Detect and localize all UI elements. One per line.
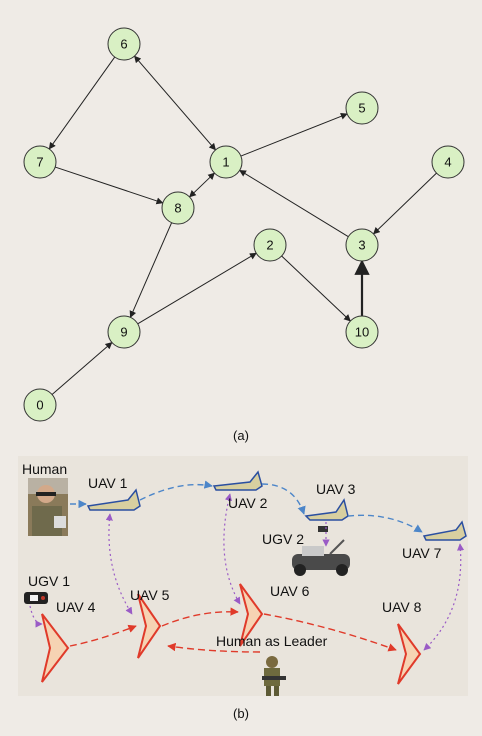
node-8: 8 [161,191,195,225]
label-human-leader: Human as Leader [216,633,328,649]
communication-graph: 0 1 2 3 4 5 6 7 8 9 10 [23,27,465,422]
node-circle [345,315,379,349]
edge-7-8 [55,166,164,205]
uav-1-icon [86,488,141,511]
node-circle [161,191,195,225]
edge-1-5 [240,112,348,157]
graph-edges [48,55,437,395]
node-label: 3 [358,238,365,253]
link-uav5-uav6 [161,607,239,627]
ugv-2-icon [292,526,350,576]
link-uav3-uav7 [347,514,423,533]
edge-0-9 [51,342,113,395]
node-10: 10 [345,315,379,349]
node-circle [23,388,57,422]
label-uav3: UAV 3 [316,481,356,497]
label-ugv2: UGV 2 [262,531,304,547]
node-circle [345,91,379,125]
label-uav1: UAV 1 [88,475,128,491]
link-uav4-uav5 [69,624,137,647]
link-ugv1-uav4 [29,605,43,628]
vehicle-scene: Human UAV 1 UAV 2 UAV 3 UGV 2 UAV 7 UGV … [18,456,468,696]
label-uav6: UAV 6 [270,583,310,599]
link-uav1-uav2 [139,480,213,501]
node-0: 0 [23,388,57,422]
link-uav2-uav6 [223,493,241,605]
uav-2-icon [212,470,263,491]
node-label: 9 [120,325,127,340]
link-uav2-uav3 [261,483,306,515]
ugv-1-icon [24,592,48,604]
node-9: 9 [107,315,141,349]
node-circle [107,27,141,61]
node-circle [107,315,141,349]
node-label: 6 [120,37,127,52]
node-circle [345,228,379,262]
label-uav2: UAV 2 [228,495,268,511]
node-7: 7 [23,145,57,179]
label-human: Human [22,461,67,477]
node-label: 0 [36,398,43,413]
label-ugv1: UGV 1 [28,573,70,589]
node-label: 4 [444,155,451,170]
node-label: 5 [358,101,365,116]
caption-a: (a) [233,428,249,443]
edge-2-10 [281,255,351,322]
label-uav5: UAV 5 [130,587,170,603]
node-circle [23,145,57,179]
edge-6-7 [48,56,116,150]
uav-8-icon [397,623,422,685]
node-5: 5 [345,91,379,125]
node-1: 1 [209,145,243,179]
link-uav1-uav5 [105,513,133,615]
node-6: 6 [107,27,141,61]
node-label: 8 [174,201,181,216]
caption-b: (b) [233,706,249,721]
human-leader-icon [262,656,286,696]
node-label: 1 [222,155,229,170]
node-circle [253,228,287,262]
link-uav6-uav8 [263,613,397,652]
edge-1-8 [189,172,215,198]
edge-8-9 [129,222,173,318]
edge-9-2 [137,252,257,325]
uav-4-icon [41,613,70,683]
node-label: 7 [36,155,43,170]
node-label: 2 [266,238,273,253]
human-operator-image [28,478,68,536]
graph-nodes: 0 1 2 3 4 5 6 7 8 9 10 [23,27,465,422]
edge-6-1 [134,55,216,151]
scene-background [18,456,468,696]
uav-5-icon [137,593,162,659]
node-circle [209,145,243,179]
node-circle [431,145,465,179]
uav-6-icon [239,583,264,647]
label-uav8: UAV 8 [382,599,422,615]
label-uav7: UAV 7 [402,545,442,561]
label-uav4: UAV 4 [56,599,96,615]
node-3: 3 [345,228,379,262]
link-uav7-uav8 [423,543,465,651]
node-label: 10 [355,325,369,340]
edge-4-3 [373,172,437,235]
node-2: 2 [253,228,287,262]
node-4: 4 [431,145,465,179]
link-leader-uav5 [167,642,261,653]
uav-7-icon [422,520,467,541]
edge-3-1 [239,169,349,238]
